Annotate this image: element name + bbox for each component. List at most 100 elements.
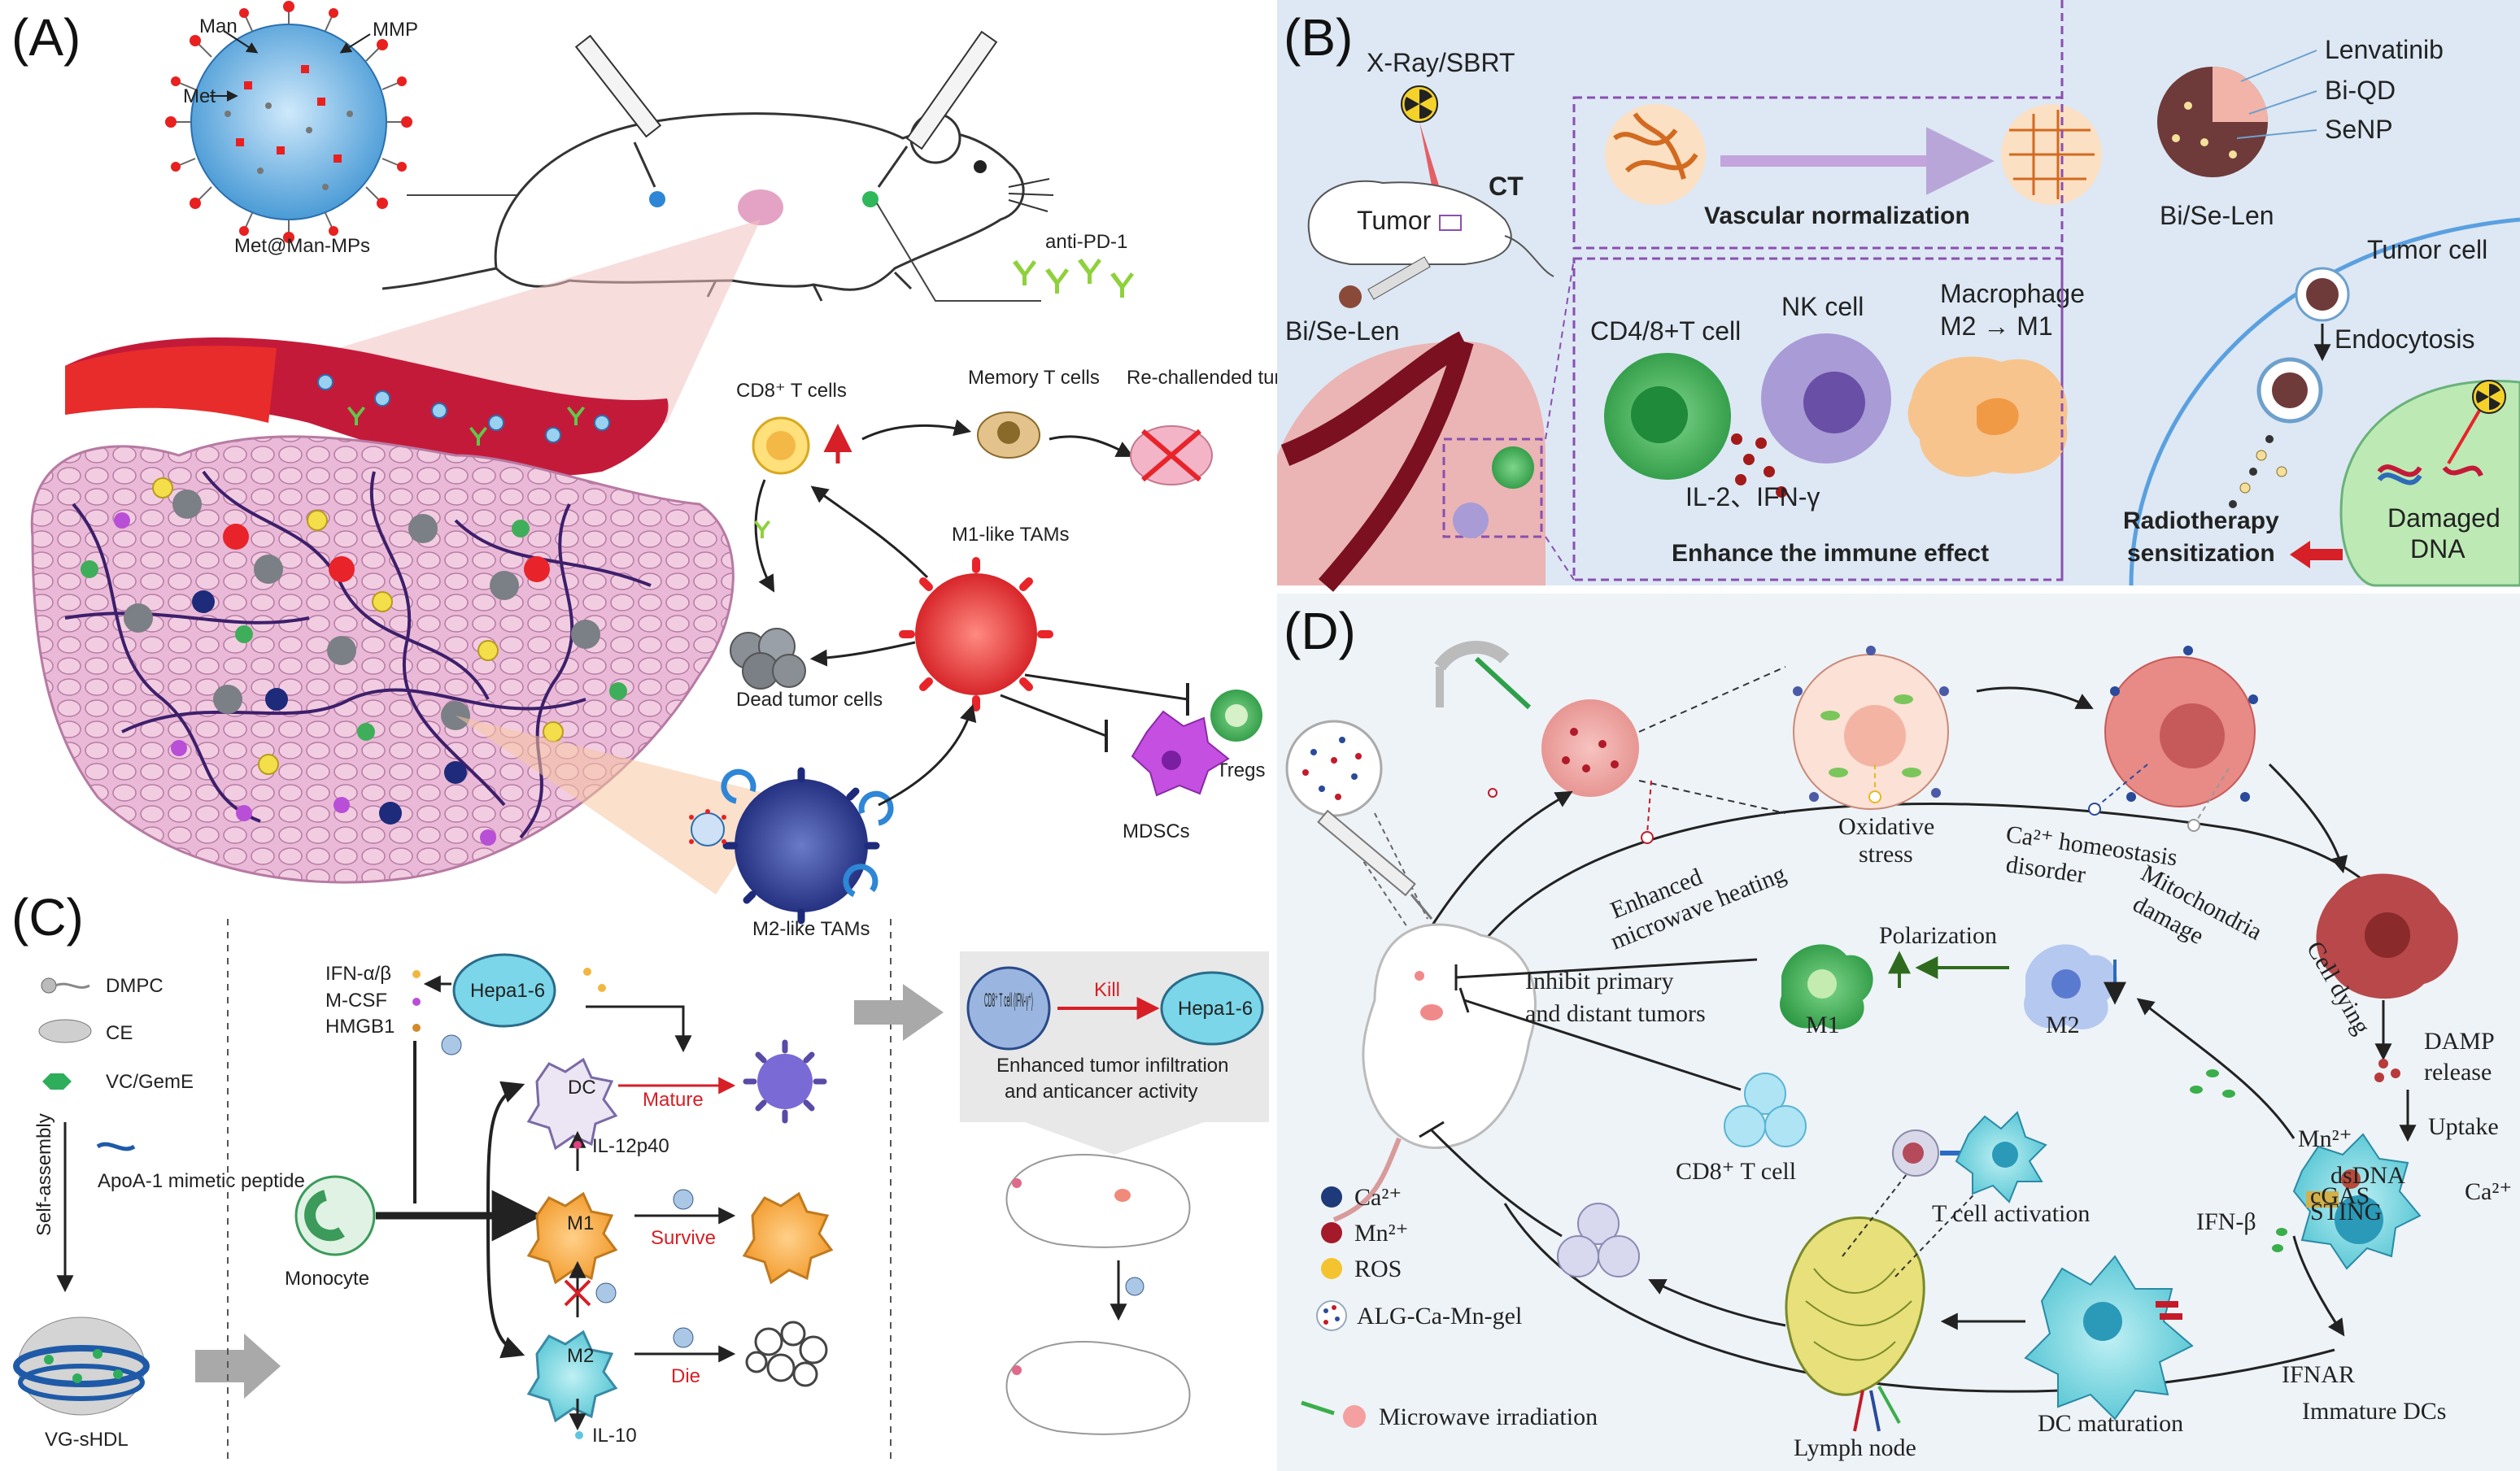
- panel-b: (B) X-Ray/SBRT CT Tumor Bi/Se-Len: [1277, 0, 2520, 592]
- label-cd8-d: CD8⁺ T cell: [1676, 1158, 1796, 1185]
- dc-maturation-cell: [2024, 1255, 2194, 1421]
- label-dna: DNA: [2410, 534, 2466, 564]
- label-cd8-t-cells: CD8⁺ T cells: [736, 380, 847, 402]
- monocyte: [294, 1175, 376, 1256]
- label-sensitization: sensitization: [2127, 540, 2275, 567]
- panel-a: (A): [11, 1, 1308, 940]
- syringe-b: [1339, 256, 1431, 308]
- label-bise-left: Bi/Se-Len: [1285, 316, 1400, 346]
- panel-a-label: (A): [11, 8, 81, 67]
- m1-cell-c: [526, 1191, 618, 1285]
- label-immature: Immature DCs: [2302, 1398, 2446, 1425]
- label-memory-t: Memory T cells: [968, 367, 1100, 389]
- vascular-network-after: [2001, 104, 2102, 205]
- label-die: Die: [671, 1365, 700, 1387]
- legend-alg-gel: ALG-Ca-Mn-gel: [1357, 1303, 1522, 1330]
- bise-len-particle: [2157, 67, 2268, 177]
- m1-like-tams: [899, 557, 1053, 712]
- immature-dc: [2292, 1133, 2422, 1270]
- label-bise-right: Bi/Se-Len: [2160, 201, 2274, 230]
- label-nk: NK cell: [1781, 292, 1864, 321]
- microwave-probe: [1434, 641, 1532, 710]
- label-m2-tams: M2-like TAMs: [752, 918, 870, 940]
- mature-dc: [743, 1039, 827, 1124]
- label-mdscs: MDSCs: [1123, 820, 1190, 842]
- label-ca: Ca²⁺: [2465, 1178, 2512, 1205]
- hepa-cell-result: [1160, 971, 1264, 1046]
- label-mcsf: M-CSF: [325, 990, 387, 1012]
- label-tact: T cell activation: [1932, 1200, 2090, 1227]
- label-enhanced-1: Enhanced tumor infiltration: [996, 1055, 1229, 1077]
- label-vg-shdl: VG-sHDL: [45, 1429, 129, 1451]
- label-uptake: Uptake: [2428, 1113, 2499, 1140]
- label-inhibit2: and distant tumors: [1525, 1000, 1706, 1027]
- m2-like-tams: [721, 767, 894, 925]
- label-endocytosis: Endocytosis: [2335, 324, 2475, 354]
- label-mature: Mature: [643, 1089, 704, 1111]
- label-damp1: DAMP: [2424, 1028, 2495, 1055]
- m1-cell-d: [1780, 944, 1873, 1029]
- syringe-2: [862, 30, 998, 207]
- label-tumor: Tumor: [1357, 206, 1432, 235]
- mouse-b: [1307, 180, 1554, 277]
- met-man-mp-particle: [165, 1, 412, 243]
- vascular-network-before: [1605, 104, 1706, 205]
- label-dsdna: dsDNA: [2330, 1162, 2405, 1189]
- label-il2: IL-2、IFN-γ: [1685, 482, 1820, 511]
- label-kill: Kill: [1094, 979, 1120, 1001]
- label-vascular: Vascular normalization: [1704, 202, 1970, 229]
- label-oxidative2: stress: [1859, 841, 1913, 868]
- label-monocyte: Monocyte: [285, 1268, 369, 1290]
- label-ce: CE: [106, 1022, 133, 1044]
- label-enhanced-2: and anticancer activity: [1005, 1081, 1197, 1103]
- label-m2-c: M2: [567, 1345, 594, 1367]
- label-tumor-cell: Tumor cell: [2367, 235, 2487, 264]
- label-m2m1: M2 → M1: [1940, 311, 2053, 341]
- panel-b-label: (B): [1284, 8, 1353, 67]
- label-survive: Survive: [651, 1227, 716, 1249]
- nanoparticle-small-a: [689, 809, 726, 846]
- dying-m2: [745, 1321, 828, 1387]
- label-dmpc: DMPC: [106, 975, 163, 997]
- label-met: Met: [183, 85, 216, 107]
- legend-ca: Ca²⁺: [1354, 1184, 1402, 1211]
- anti-pd1-antibodies: [1013, 259, 1134, 298]
- disordered-tumor: [2104, 646, 2258, 807]
- label-self-assembly: Self-assembly: [33, 1113, 55, 1236]
- label-ifn: IFN-α/β: [325, 963, 391, 985]
- label-hepa: Hepa1-6: [470, 980, 545, 1002]
- label-il10: IL-10: [592, 1425, 637, 1447]
- plain-t-cells: [1557, 1203, 1640, 1277]
- label-inhibit1: Inhibit primary: [1525, 968, 1673, 994]
- radiation-icon-2: [2472, 380, 2506, 414]
- surviving-m1: [742, 1191, 834, 1285]
- label-lymph: Lymph node: [1794, 1434, 1916, 1461]
- label-m1-c: M1: [567, 1212, 594, 1234]
- label-ifnar: IFNAR: [2282, 1361, 2355, 1388]
- label-met-man-mps: Met@Man-MPs: [234, 235, 370, 257]
- label-m1-tams: M1-like TAMs: [952, 524, 1069, 546]
- syringe-d: [1317, 809, 1433, 920]
- label-hepa-result: Hepa1-6: [1178, 998, 1253, 1020]
- legend-d: [1301, 1186, 1366, 1428]
- label-xray: X-Ray/SBRT: [1367, 48, 1515, 77]
- legend-microwave: Microwave irradiation: [1379, 1404, 1598, 1430]
- label-damp2: release: [2424, 1059, 2492, 1086]
- label-cgas: cGAS: [2310, 1182, 2370, 1209]
- lymph-node: [1785, 1216, 1925, 1432]
- label-oxidative1: Oxidative: [1838, 813, 1934, 840]
- label-tregs: Tregs: [1216, 759, 1265, 781]
- vg-shdl-particle: [13, 1317, 150, 1416]
- radiation-icon: [1401, 85, 1438, 123]
- heated-tumor: [1541, 699, 1639, 797]
- label-senp: SeNP: [2325, 115, 2393, 144]
- panel-c: (C) DMPC CE VC/GemE Self-assembly ApoA-1…: [11, 888, 1269, 1464]
- dc-cell: [526, 1057, 618, 1151]
- cd8-t-cells: [752, 416, 852, 475]
- activating-dc: [1955, 1111, 2047, 1203]
- label-m1-d: M1: [1806, 1012, 1840, 1038]
- label-dead-cells: Dead tumor cells: [736, 689, 883, 711]
- m2-cell-c: [526, 1330, 618, 1423]
- label-enhance: Enhance the immune effect: [1672, 540, 1989, 567]
- label-dc-mat: DC maturation: [2038, 1410, 2183, 1437]
